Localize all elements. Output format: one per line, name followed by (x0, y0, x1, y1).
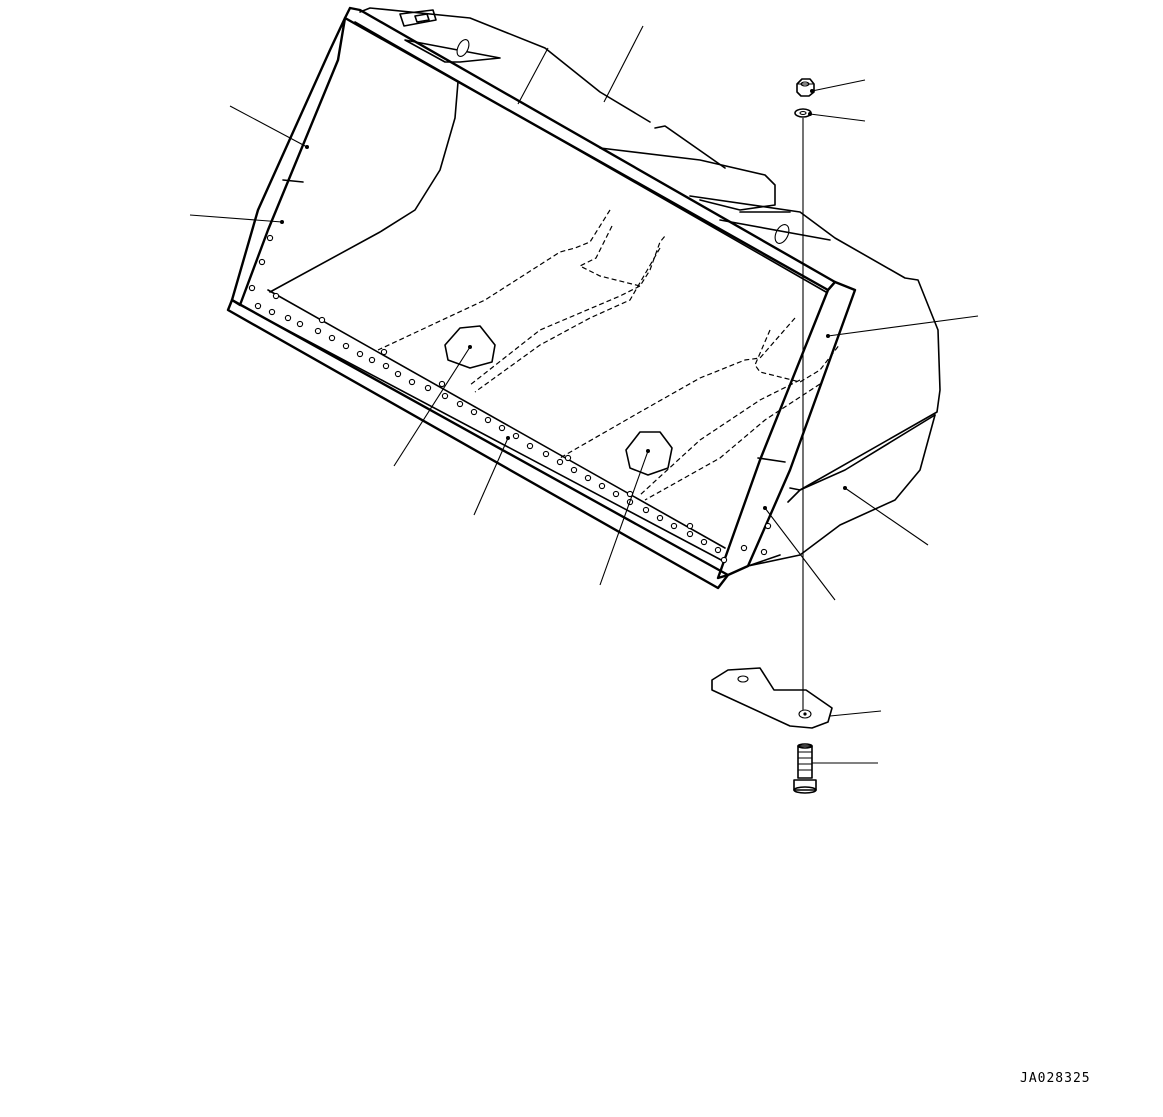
nut-icon (796, 78, 815, 97)
lock-plate-icon (711, 667, 833, 729)
bucket-body (226, 6, 941, 590)
edge-bolt-holes (248, 234, 772, 564)
drawing-number: JA028325 (1020, 1071, 1091, 1086)
top-rail (343, 6, 837, 292)
leader-lines (189, 25, 979, 764)
bolt-icon (793, 743, 817, 794)
hardware (711, 78, 833, 794)
arrow-mark (399, 9, 437, 27)
cutting-edge-outline (226, 298, 730, 590)
blob-right (625, 431, 673, 476)
blob-left (444, 325, 496, 369)
washer-icon (794, 108, 812, 118)
